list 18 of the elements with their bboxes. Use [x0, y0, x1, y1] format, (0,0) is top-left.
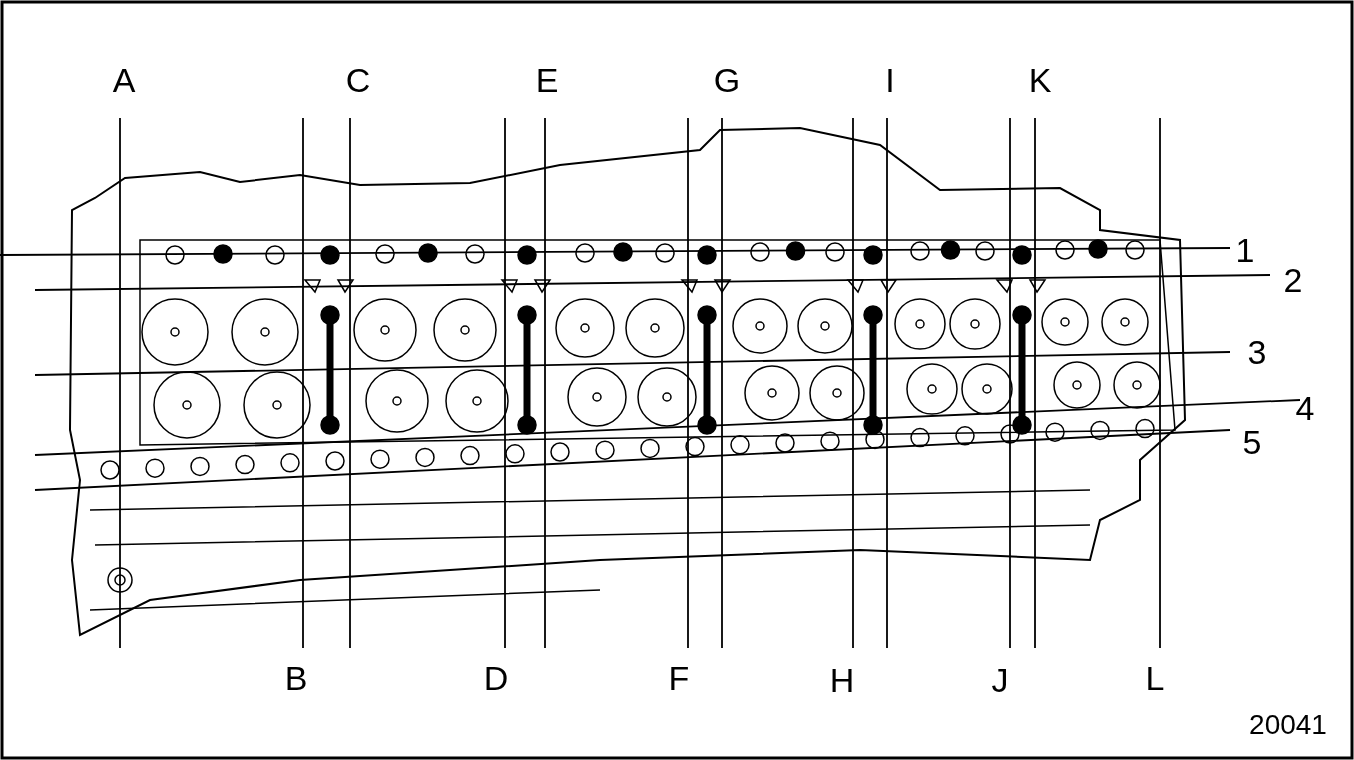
line-letter: E — [535, 63, 559, 97]
line-number: 1 — [1235, 233, 1255, 267]
line-letter: I — [885, 63, 895, 97]
figure-number: 20041 — [1249, 711, 1327, 739]
line-number: 2 — [1283, 263, 1303, 297]
line-letter: A — [112, 63, 136, 97]
line-letter: J — [991, 663, 1009, 697]
line-letter: C — [345, 63, 371, 97]
line-letter: H — [829, 663, 855, 697]
line-number: 3 — [1247, 335, 1267, 369]
line-letter: D — [483, 661, 509, 695]
line-letter: L — [1145, 661, 1165, 695]
line-number: 4 — [1295, 391, 1315, 425]
line-number: 5 — [1242, 425, 1262, 459]
line-letter: F — [668, 661, 690, 695]
line-letter: B — [284, 661, 308, 695]
line-letter: G — [713, 63, 741, 97]
line-letter: K — [1028, 63, 1052, 97]
